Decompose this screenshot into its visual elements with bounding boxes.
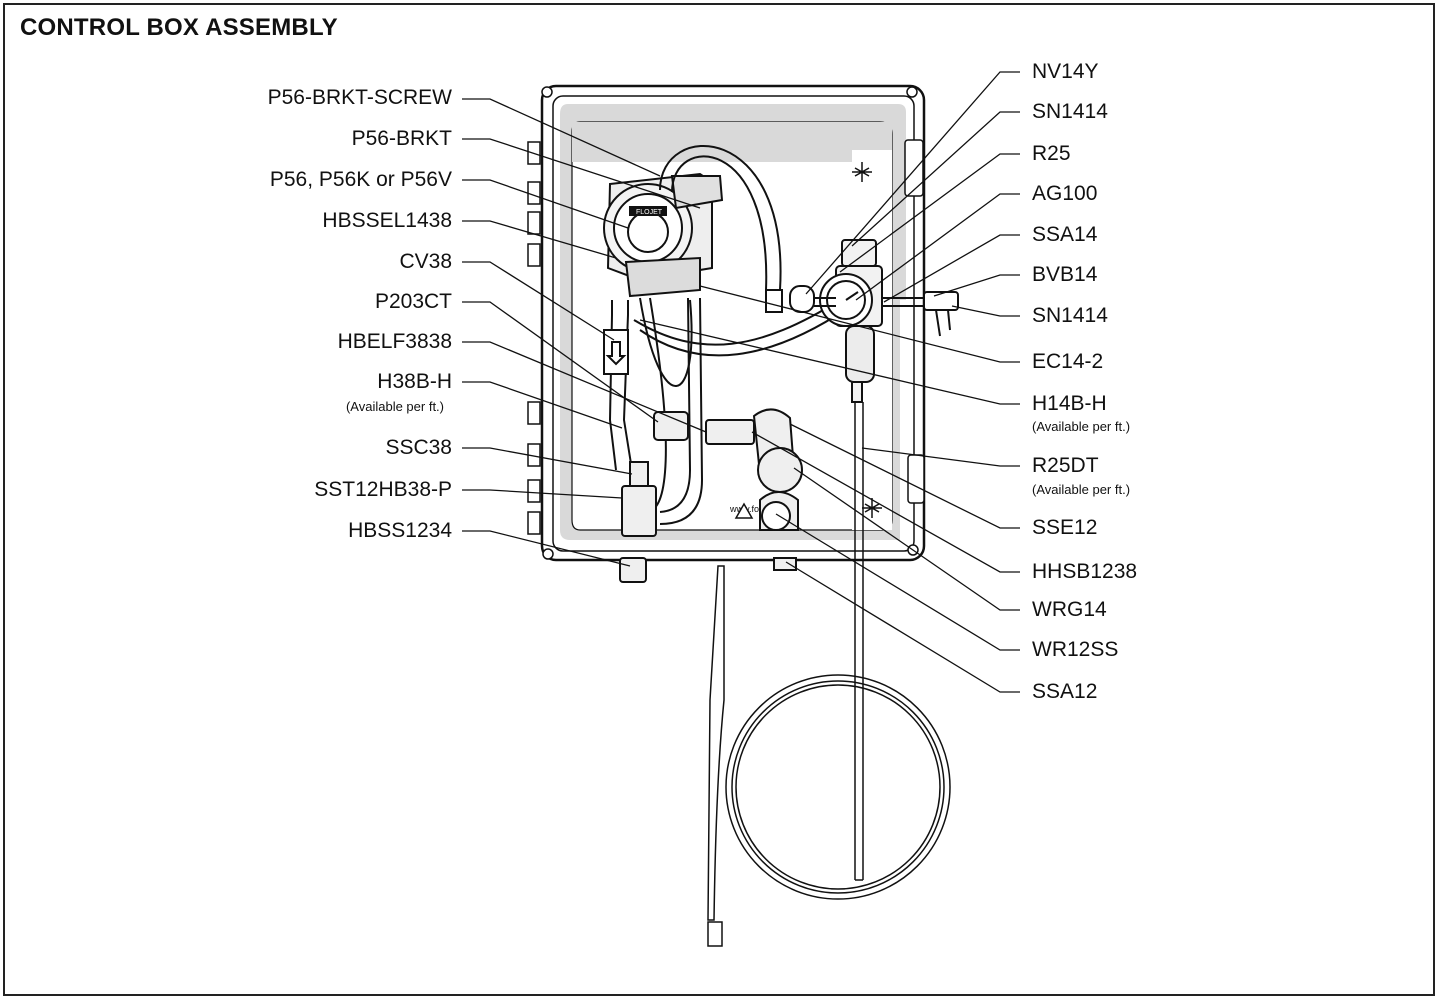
drawing-border [3, 3, 1435, 996]
label-sn1414-bottom: SN1414 [1032, 304, 1108, 327]
label-bvb14: BVB14 [1032, 263, 1098, 286]
label-sst12hb38-p: SST12HB38-P [314, 478, 452, 501]
label-hbss1234: HBSS1234 [348, 519, 452, 542]
label-h14b-h-note: (Available per ft.) [1032, 419, 1131, 434]
discharge-coil [707, 565, 951, 947]
label-hbelf3838: HBELF3838 [337, 330, 452, 353]
pump [603, 172, 724, 298]
warning-triangle [734, 502, 754, 519]
left-hinges [527, 141, 541, 535]
label-r25dt-note: (Available per ft.) [1032, 482, 1131, 497]
label-ec14-2: EC14-2 [1032, 350, 1104, 373]
label-p56-brkt-screw: P56-BRKT-SCREW [267, 86, 452, 109]
label-wrg14: WRG14 [1032, 598, 1107, 621]
label-wr12ss: WR12SS [1032, 638, 1119, 661]
label-ssa14: SSA14 [1032, 223, 1098, 246]
label-ssa12: SSA12 [1032, 680, 1098, 703]
label-cv38: CV38 [399, 250, 452, 273]
pump-brand-text: FLOJET [636, 209, 663, 216]
leader-lines [462, 71, 1020, 693]
label-nv14y: NV14Y [1032, 60, 1099, 83]
label-p56-brkt: P56-BRKT [351, 127, 452, 150]
label-h14b-h: H14B-H [1032, 392, 1107, 415]
label-r25dt: R25DT [1032, 454, 1099, 477]
label-p56: P56, P56K or P56V [269, 168, 452, 191]
label-h38b-h: H38B-H [377, 370, 452, 393]
label-ag100: AG100 [1032, 182, 1098, 205]
label-hhsb1238: HHSB1238 [1032, 560, 1138, 583]
label-r25: R25 [1032, 142, 1071, 165]
check-valve [603, 329, 629, 375]
label-sn1414-top: SN1414 [1032, 100, 1108, 123]
page-title: CONTROL BOX ASSEMBLY [20, 14, 338, 41]
corner-screws [541, 86, 919, 560]
label-ssc38: SSC38 [385, 436, 452, 459]
label-h38b-h-note: (Available per ft.) [345, 399, 444, 414]
right-latches [904, 139, 925, 504]
lower-manifold [619, 408, 803, 583]
label-hbssel1438: HBSSEL1438 [322, 209, 452, 232]
suction-tube [854, 402, 864, 881]
label-sse12: SSE12 [1032, 516, 1098, 539]
label-p203ct: P203CT [374, 290, 452, 313]
